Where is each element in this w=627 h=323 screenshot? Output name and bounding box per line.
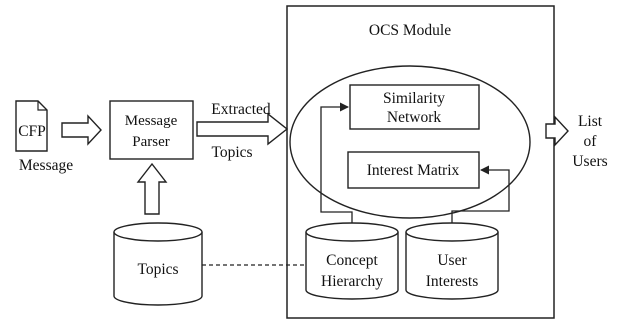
parser-label-line2: Parser bbox=[132, 134, 170, 150]
similarity-label-line2: Network bbox=[387, 109, 441, 126]
concept-label-line2: Hierarchy bbox=[321, 273, 383, 290]
user-interests-label-line1: User bbox=[437, 252, 467, 269]
flow-label-topics: Topics bbox=[211, 144, 252, 161]
message-caption: Message bbox=[19, 157, 73, 174]
message-parser-box bbox=[109, 100, 194, 160]
interest-matrix-label: Interest Matrix bbox=[367, 162, 460, 179]
topics-database: Topics bbox=[113, 222, 203, 306]
output-label-line1: List bbox=[578, 113, 603, 130]
ocs-module-title: OCS Module bbox=[369, 22, 451, 39]
user-interests-database: User Interests bbox=[405, 222, 499, 300]
userinterests-to-matrix-connector bbox=[451, 165, 510, 223]
parser-label-line1: Message bbox=[125, 113, 178, 129]
concept-hierarchy-database: Concept Hierarchy bbox=[305, 222, 399, 300]
module-to-output-arrow bbox=[545, 115, 569, 147]
parser-to-module-arrow bbox=[196, 112, 289, 146]
cfp-label: CFP bbox=[18, 123, 46, 140]
flow-label-extracted: Extracted bbox=[211, 101, 271, 118]
topics-to-parser-arrow bbox=[136, 162, 168, 215]
interest-matrix-box bbox=[347, 151, 480, 189]
topics-db-label: Topics bbox=[137, 261, 178, 278]
output-label-line2: of bbox=[584, 133, 598, 150]
concept-to-similarity-connector bbox=[320, 102, 353, 223]
cfp-message-document: CFP bbox=[15, 100, 48, 152]
user-interests-label-line2: Interests bbox=[426, 273, 479, 290]
ocs-ellipse bbox=[289, 65, 531, 219]
similarity-label-line1: Similarity bbox=[383, 90, 445, 107]
similarity-network-box bbox=[349, 84, 480, 130]
concept-label-line1: Concept bbox=[326, 252, 378, 269]
cfp-to-parser-arrow bbox=[61, 114, 102, 146]
output-label-line3: Users bbox=[572, 153, 607, 170]
